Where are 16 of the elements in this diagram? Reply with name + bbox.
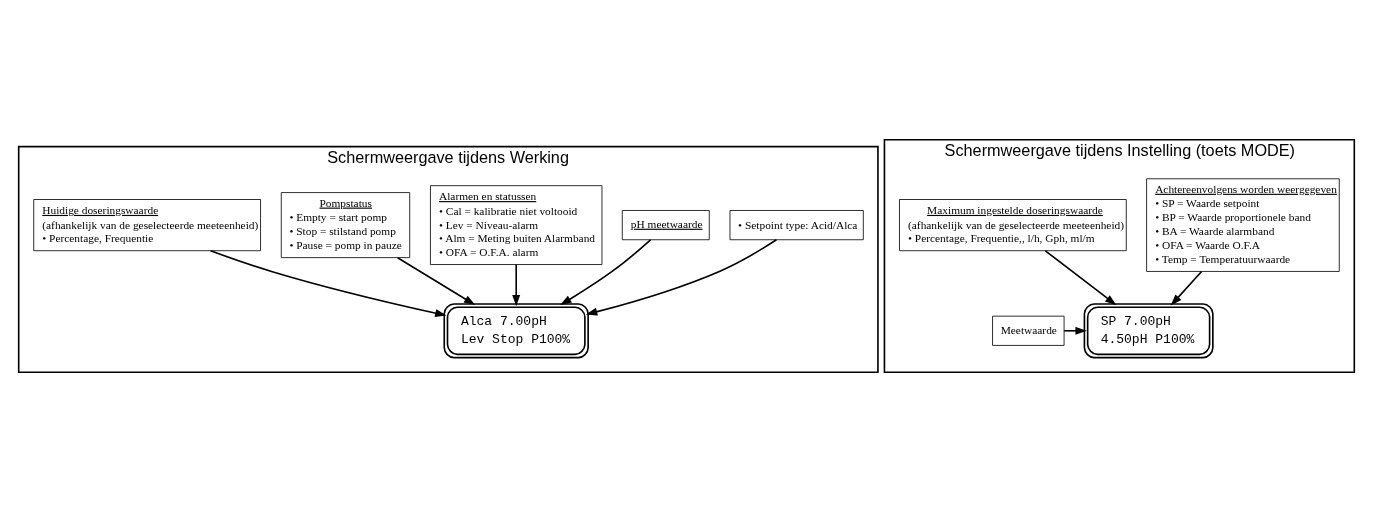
node-box: Maximum ingestelde doseringswaarde (afhankelijk van de geselecteerde meeteenheid) • Percentage, Frequentie,, l/h, Gph, ml/m — [899, 198, 1127, 251]
arrow — [396, 256, 476, 305]
arrow — [209, 249, 447, 317]
arrow — [560, 238, 652, 305]
arrow — [512, 263, 521, 306]
arrow — [1063, 326, 1087, 335]
node-box: Pompstatus • Empty = start pomp • Stop = stilstand pomp • Pause = pomp in pauze — [280, 191, 411, 258]
arrow — [1044, 249, 1117, 305]
node-box: pH meetwaarde — [621, 209, 710, 240]
node-box: • Setpoint type: Acid/Alca — [729, 209, 864, 240]
node-box: Achtereenvolgens worden weergegeven • SP = Waarde setpoint • BP = Waarde proportionele band • BA = Waarde alarmband • OFA = Waarde O.F.A • Temp = Temperatuurwaarde — [1146, 177, 1340, 272]
arrow — [1170, 270, 1203, 306]
node-box: Huidige doseringswaarde (afhankelijk van de geselecteerde meeteenheid) • Percentage, Frequentie — [33, 198, 261, 251]
arrow — [585, 238, 778, 316]
node-box: Alarmen en statussen • Cal = kalibratie niet voltooid • Lev = Niveau-alarm • Alm = Meting buiten Alarmband • OFA = O.F.A. alarm — [430, 184, 603, 265]
node-box: Meetwaarde — [992, 315, 1065, 346]
